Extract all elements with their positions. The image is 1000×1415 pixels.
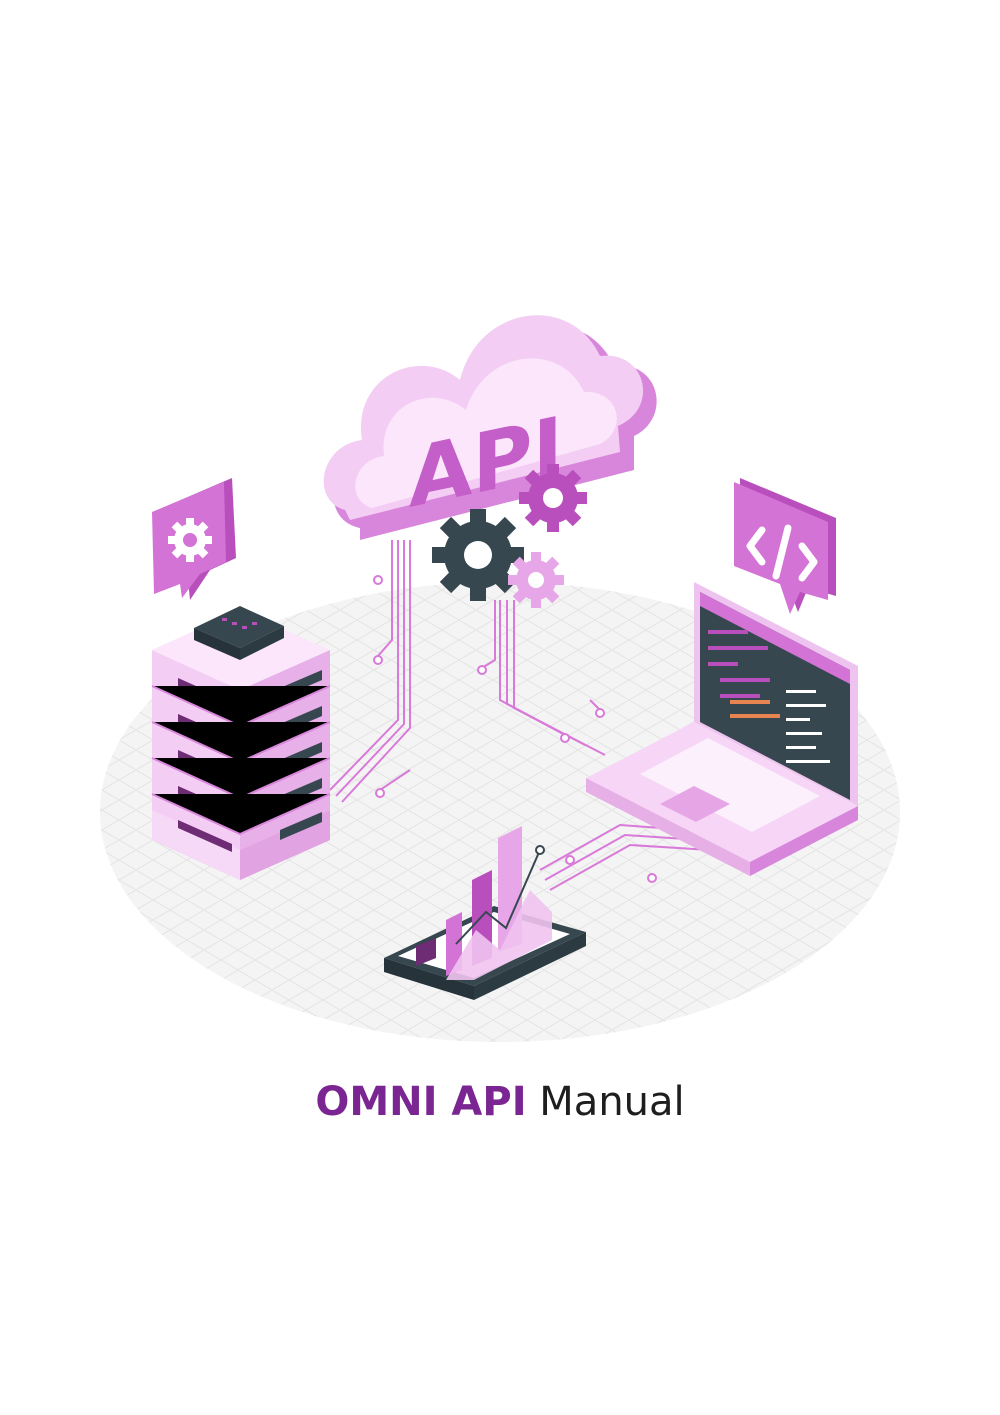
title-rest: Manual	[539, 1079, 685, 1125]
gear-icon	[432, 464, 587, 608]
circuit-nodes	[373, 575, 657, 883]
tablet-chart-icon	[384, 826, 586, 1000]
document-title: OMNI API Manual	[0, 1072, 1000, 1132]
server-rack-icon	[151, 606, 331, 880]
cloud-icon: API	[323, 315, 657, 540]
laptop-icon	[586, 582, 858, 876]
api-illustration: API	[100, 315, 900, 1042]
title-brand: OMNI API	[315, 1079, 527, 1125]
code-icon	[734, 478, 836, 614]
settings-bubble-icon	[152, 478, 236, 600]
